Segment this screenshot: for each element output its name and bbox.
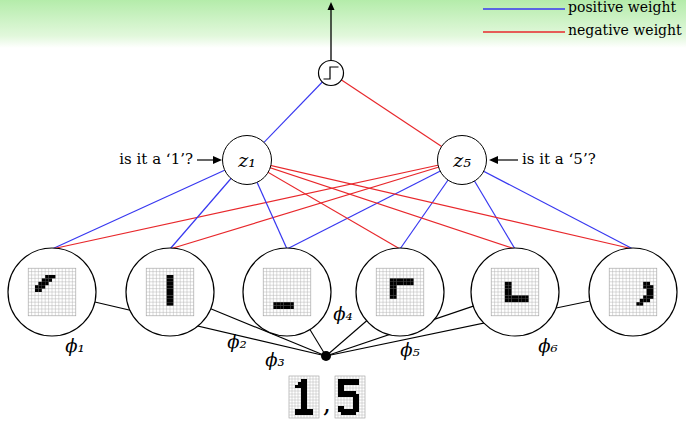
output-arrowhead [328, 2, 335, 10]
header-band [0, 0, 686, 48]
callout-arrowhead [213, 156, 222, 164]
feature-detector [243, 248, 331, 336]
feature-label: ϕ₅ [400, 340, 420, 361]
feature-label: ϕ₆ [538, 336, 558, 357]
neuron-circle: z₅ [437, 135, 487, 185]
feature-detector [471, 248, 559, 336]
legend-line-positive [483, 8, 565, 10]
digit-image [335, 376, 365, 418]
callout-question: is it a ‘1’? [119, 151, 193, 168]
neuron-label: z₅ [453, 150, 471, 171]
output-arrow [330, 9, 331, 61]
feature-label: ϕ₂ [227, 332, 247, 353]
callout-arrow [497, 159, 518, 160]
neuron-circle: z₁ [222, 135, 272, 185]
feature-label: ϕ₁ [65, 336, 85, 357]
feature-label: ϕ₃ [265, 350, 285, 371]
weight-line [247, 160, 400, 249]
feature-detector [356, 248, 444, 336]
weight-line [287, 160, 462, 249]
feature-detector [126, 248, 214, 336]
step-symbol [324, 67, 339, 79]
threshold-unit [319, 61, 344, 86]
callout-arrow [197, 159, 214, 160]
legend-line-negative [483, 31, 565, 33]
weight-line [462, 160, 633, 249]
legend-text: positive weight [568, 0, 676, 15]
separator-text: , [323, 389, 331, 419]
feature-label: ϕ₄ [333, 304, 353, 325]
weight-line [170, 160, 462, 249]
feature-detector [8, 248, 96, 336]
neuron-label: z₁ [238, 150, 256, 171]
callout-arrowhead [489, 156, 498, 164]
callout-question: is it a ‘5’? [522, 151, 596, 168]
feature-detector [589, 248, 677, 336]
feature-line [326, 321, 367, 356]
legend-text: negative weight [568, 23, 682, 38]
weight-line [52, 160, 247, 249]
digit-image [289, 376, 319, 418]
input-dot [321, 351, 331, 361]
